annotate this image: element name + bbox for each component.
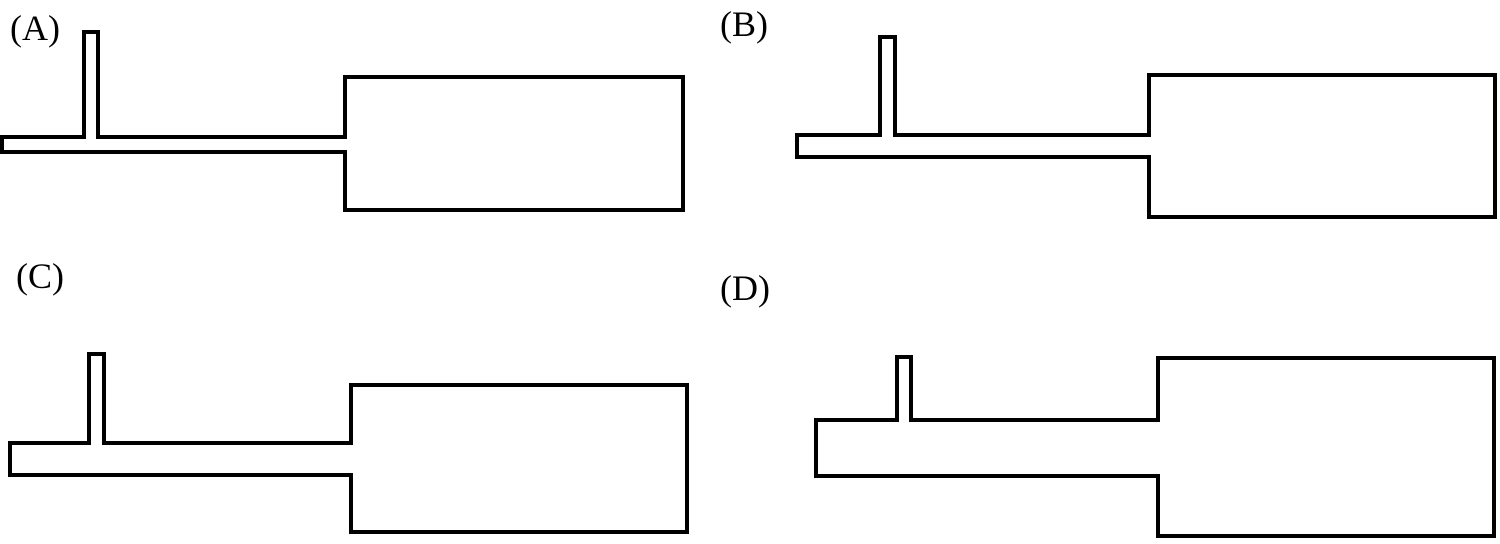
panel-a-label: (A) <box>10 8 60 48</box>
panel-a: (A) <box>0 8 685 212</box>
panel-b-outline <box>795 35 1497 219</box>
panel-c-label: (C) <box>16 256 64 296</box>
panel-c-outline <box>8 352 689 534</box>
panel-d-outline <box>814 355 1496 538</box>
panel-b-label: (B) <box>720 4 768 44</box>
panel-a-outline <box>0 30 685 212</box>
panel-b: (B) <box>720 4 1497 219</box>
panel-c: (C) <box>8 256 689 534</box>
panel-d: (D) <box>720 268 1496 538</box>
panel-d-label: (D) <box>720 268 770 308</box>
